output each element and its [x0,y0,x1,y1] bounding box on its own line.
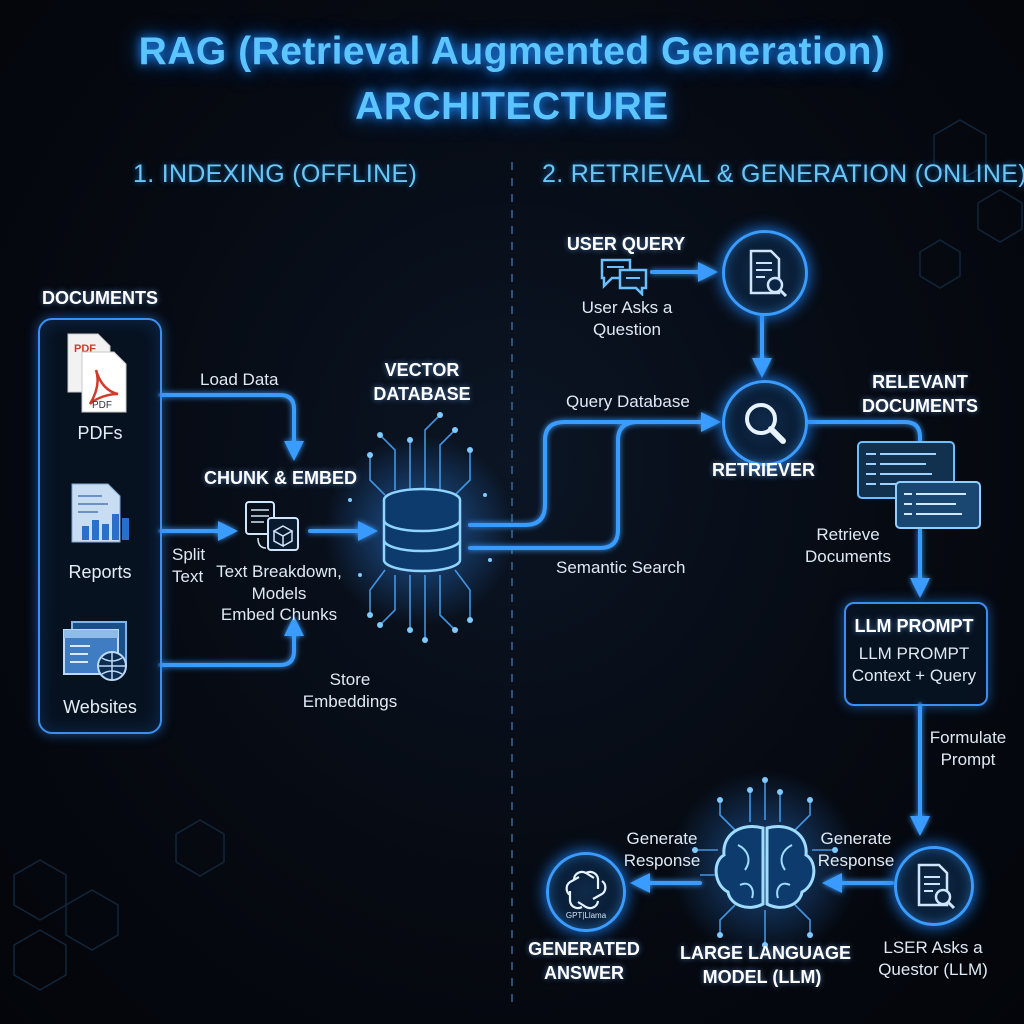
label-prompt-2: Context + Query [851,666,977,685]
report-icon [68,482,134,546]
label-load-data: Load Data [200,370,279,389]
pdf-icon: PDF PDF [64,332,132,414]
document-search-icon [749,249,788,298]
prompt-search-node [894,846,974,926]
doc-item-reports: Reports [68,562,132,582]
user-query-heading: USER QUERY [566,234,686,254]
retriever-heading: RETRIEVER [712,460,816,480]
brain-icon [670,770,860,960]
label-store-1: Store [329,670,371,689]
label-semantic-search: Semantic Search [556,558,686,577]
doc-item-websites: Websites [63,697,137,717]
label-breakdown-3: Embed Chunks [220,605,338,624]
label-split-text-2: Text [172,567,204,586]
documents-heading: DOCUMENTS [42,288,158,308]
relevant-docs-heading-2: DOCUMENTS [862,396,978,416]
wire-db-retriever-a [468,412,721,527]
chunk-embed-heading: CHUNK & EMBED [204,468,357,488]
label-user-asks-llm-2: Questor (LLM) [878,960,988,979]
label-user-asks-2: Question [592,320,662,339]
relevant-docs-icon [856,440,984,530]
magnifier-icon [745,403,786,444]
chat-icon [598,256,650,298]
label-split-text-1: Split [172,545,206,564]
pdf-badge: PDF [92,400,112,411]
wire-db-retriever-b [468,420,640,550]
label-breakdown-2: Models [251,584,307,603]
label-prompt-1: LLM PROMPT [858,644,970,663]
label-user-asks-1: User Asks a [581,298,673,317]
llm-heading-2: MODEL (LLM) [702,967,822,987]
query-doc-node [722,230,808,316]
llm-heading-1: LARGE LANGUAGE [680,943,851,963]
label-retrieve-2: Documents [805,547,891,566]
label-generate-left-1: Generate [626,829,698,848]
label-formulate-2: Prompt [940,750,996,769]
label-generate-left-2: Response [623,851,701,870]
section-indexing: 1. INDEXING (OFFLINE) [133,160,418,188]
arrow-load-data [158,393,304,461]
arrow-retriever-docs [804,420,922,447]
arrow-websites [158,616,304,667]
retriever-node [722,380,808,466]
website-icon [62,618,134,684]
llm-prompt-panel [844,602,988,706]
prompt-search-icon [917,863,956,910]
title-line-2: ARCHITECTURE [355,85,669,128]
vector-db-heading-2: DATABASE [373,384,471,404]
vector-db-heading-1: VECTOR [384,360,460,380]
section-retrieval: 2. RETRIEVAL & GENERATION (ONLINE) [542,160,1024,188]
label-store-2: Embeddings [302,692,398,711]
answer-badge: GPT|Llama [566,911,607,920]
label-query-database: Query Database [566,392,690,411]
label-formulate-1: Formulate [929,728,1007,747]
answer-heading-2: ANSWER [544,963,624,983]
answer-heading-1: GENERATED [528,939,640,959]
label-breakdown-1: Text Breakdown, [216,562,342,581]
database-icon [325,412,515,643]
doc-item-pdfs: PDFs [77,423,123,443]
label-retrieve-1: Retrieve [816,525,880,544]
label-generate-right-1: Generate [820,829,892,848]
hex-decoration [13,119,1023,991]
llm-prompt-heading: LLM PROMPT [854,616,974,636]
relevant-docs-heading-1: RELEVANT [872,372,968,392]
openai-icon: GPT|Llama [565,870,607,920]
answer-node: GPT|Llama [546,852,626,932]
chunk-icon [242,500,304,554]
label-generate-right-2: Response [817,851,895,870]
title-line-1: RAG (Retrieval Augmented Generation) [138,30,886,73]
label-user-asks-llm-1: LSER Asks a [883,938,983,957]
